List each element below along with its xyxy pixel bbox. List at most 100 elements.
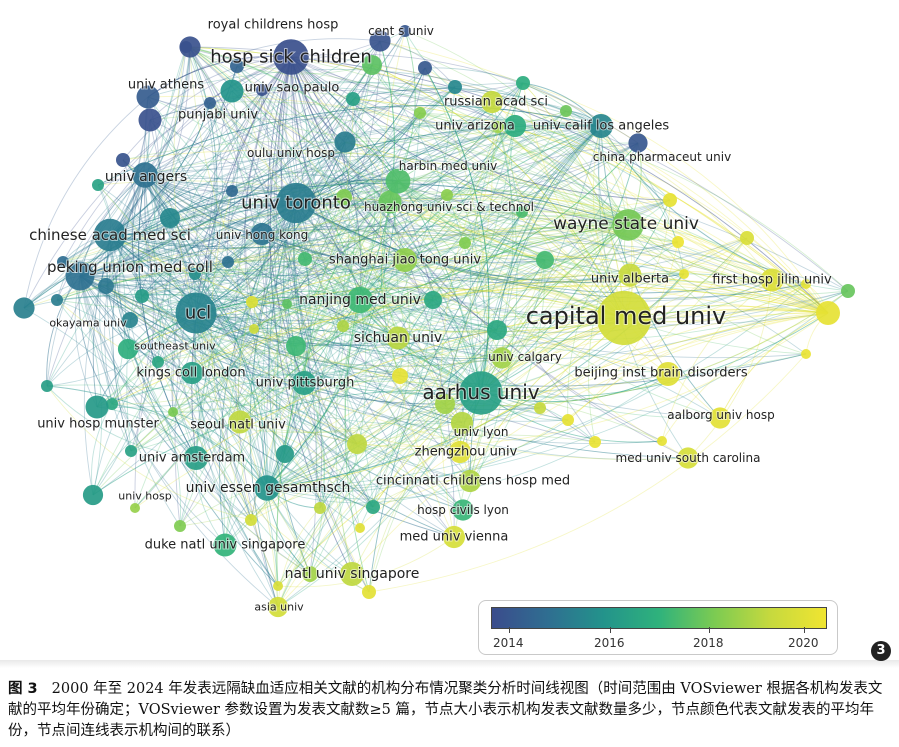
network-link [277,312,829,587]
network-link [372,125,602,508]
network-link [227,125,602,263]
network-link [105,285,252,521]
network-node-unlabeled [41,380,53,392]
node-label: univ alberta [591,272,669,287]
network-link [127,335,482,394]
network-link [356,312,829,447]
network-link [195,224,629,321]
node-label: duke natl univ singapore [145,538,306,553]
network-link [346,299,374,508]
network-link [286,303,374,508]
network-node [491,347,513,369]
network-link [157,125,516,363]
network-link [480,373,669,403]
network-link [309,299,434,575]
network-node [442,525,466,549]
network-node-unlabeled [168,407,178,417]
network-link [109,234,625,333]
network-link [109,234,406,276]
network-link [379,40,829,314]
network-link [109,234,279,587]
network-link [424,67,489,482]
network-link [480,199,671,394]
network-link [144,174,255,330]
network-link [109,89,263,236]
network-link [522,82,625,319]
network-link [147,55,292,98]
network-link [46,385,197,459]
network-node [385,168,411,194]
network-link [224,180,399,546]
network-node-unlabeled [246,296,258,308]
network-link [236,65,546,261]
network-link [144,152,629,226]
node-label: univ hosp munster [37,417,159,432]
network-link [480,312,829,398]
network-link [497,126,625,319]
network-node-unlabeled [230,59,244,73]
network-link [195,102,223,314]
node-label: russian acad sci [444,95,548,110]
network-node-unlabeled [366,500,380,514]
network-link [359,273,685,319]
network-link [565,110,773,281]
network-link [46,202,297,387]
network-link [344,180,399,593]
network-link [127,296,361,350]
network-node-unlabeled [273,581,283,591]
network-link [290,56,448,196]
network-link [359,126,499,301]
network-node-unlabeled [174,520,186,532]
network-link [261,98,354,489]
network-node [458,469,482,493]
network-link [597,125,631,276]
network-link [195,312,569,422]
node-label: univ lyon [454,425,509,439]
network-link [397,110,567,182]
network-link [266,317,625,489]
network-link [359,211,523,301]
network-link [185,46,297,204]
network-link [227,230,829,314]
network-link [144,82,524,179]
network-link [244,56,292,330]
network-node [82,484,104,506]
network-link [185,46,216,314]
network-link [397,180,807,355]
network-link [141,262,625,319]
network-link [290,56,464,511]
network-link [109,203,829,314]
network-link [147,96,200,314]
network-link [99,234,132,452]
network-link [397,180,671,217]
network-link [147,55,292,98]
network-node-unlabeled [152,356,164,368]
network-link [62,126,499,264]
network-link [290,56,455,538]
network-link [266,329,498,489]
network-node-unlabeled [92,179,104,191]
legend-tickmark [804,627,805,633]
network-link [149,119,463,424]
node-label: univ sao paulo [245,81,340,96]
network-link [209,102,471,482]
network-link [78,275,113,405]
network-link [687,279,773,459]
network-link [266,441,596,500]
network-link [239,224,629,423]
network-link [275,56,361,529]
network-link [105,284,482,394]
network-link [109,194,448,250]
network-link [344,141,625,319]
network-link [290,56,629,226]
network-link [127,348,286,455]
network-link [368,125,602,593]
network-link [683,237,748,275]
network-link [171,190,233,413]
network-link [157,89,263,363]
network-link [266,303,296,489]
network-link [79,275,446,405]
network-link [287,202,370,593]
